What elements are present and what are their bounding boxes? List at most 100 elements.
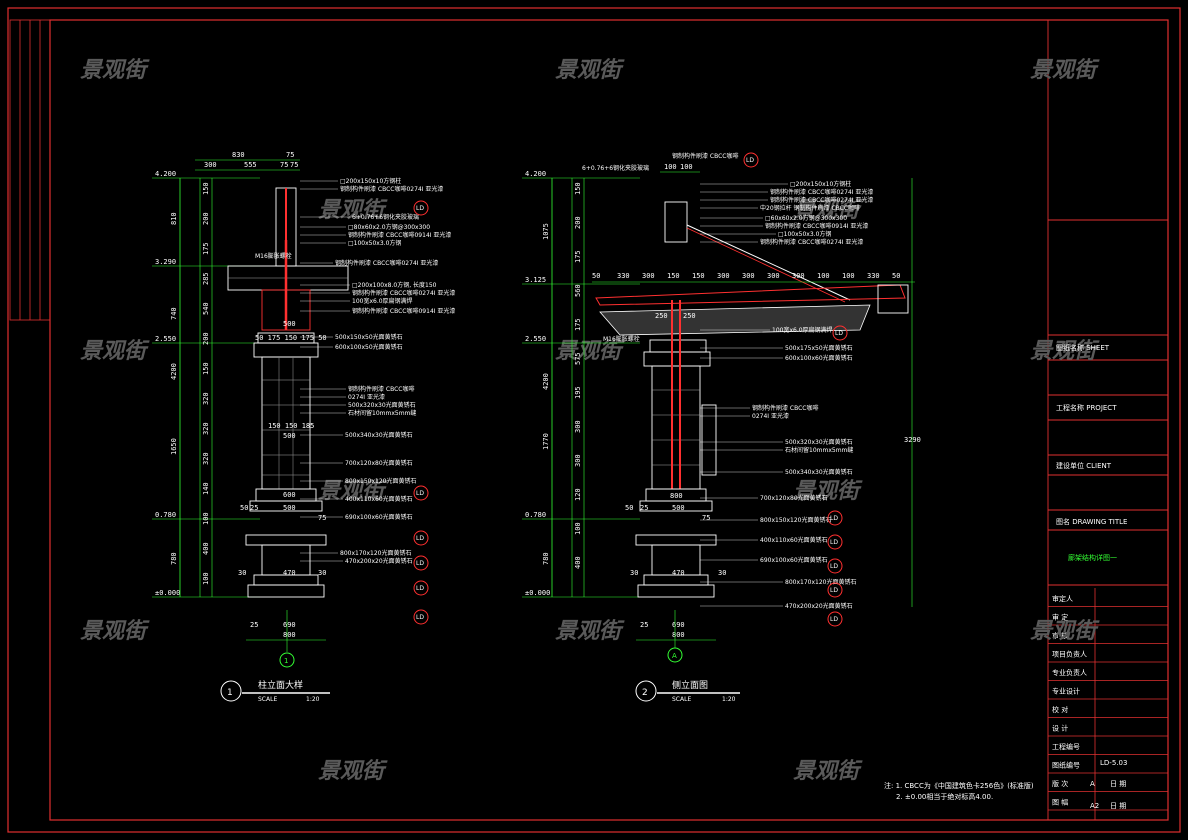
drawing2-top-note: 钢制构件刷漆 CBCC咖啡 [672, 152, 739, 160]
drawing1-ld-bubble [413, 530, 429, 546]
drawing1-inner-dim: 75 [318, 514, 326, 522]
drawing1-inner-dim: 500 [283, 432, 296, 440]
drawing1-segment-dim: 200 [202, 332, 210, 345]
title-block-row-label: 审 定 [1052, 613, 1068, 622]
drawing2-inner-dim: 50 [625, 504, 633, 512]
drawing2-callout-text: □60x60x2.0方钢@300x300 [765, 214, 847, 222]
drawing1-segment-dim: 320 [202, 452, 210, 465]
drawing2-callout-text: 690x100x60光面黄锈石 [760, 556, 828, 564]
drawing1-ld-bubble [413, 555, 429, 571]
drawing2-capital-top [649, 339, 707, 353]
drawing2-inner-dim: 800 [670, 492, 683, 500]
drawing2-callout-text: 石材间留10mmx5mm缝 [785, 446, 853, 454]
watermark-text: 景观街 [318, 759, 388, 784]
drawing1-callout-text: □80x60x2.0方钢@300x300 [348, 223, 430, 231]
drawing2-segment-dim: 150 [574, 182, 582, 195]
title-block-sheet-label: 图纸名称 SHEET [1056, 343, 1110, 352]
drawing2-callout-text: 钢制构件刷漆 CBCC咖啡0274I 亚光漆 [760, 238, 863, 246]
drawing2-ld-bubble [832, 325, 848, 341]
drawing1-callout-text: 石材间留10mmx5mm缝 [348, 409, 416, 417]
drawing1-callout-text: □200x150x10方钢柱 [340, 177, 401, 185]
drawing1-callout-text: 400x110x60光面黄锈石 [345, 495, 413, 503]
drawing1-callout-text: 钢制构件刷漆 CBCC咖啡0274I 亚光漆 [352, 289, 455, 297]
drawing2-ld-text: LD [830, 515, 838, 522]
drawing2-top-dim: 100 [680, 163, 693, 171]
drawing1-level-label: 0.780 [155, 511, 176, 519]
drawing1-axis-label: 1 [284, 657, 288, 665]
title-block-row-label: 审定人 [1052, 594, 1073, 603]
drawing1-inner-dim: 50 [240, 504, 248, 512]
drawing1-top-dim: 555 [244, 161, 257, 169]
drawing2-callout-text: 600x100x60光面黄锈石 [785, 354, 853, 362]
drawing1-callout-text: 500x340x30光面黄锈石 [345, 431, 413, 439]
drawing1-capital-base [253, 342, 319, 358]
drawing1-inner-dim: 500 [283, 504, 296, 512]
drawing1-callout-text: 470x200x20光面黄锈石 [345, 557, 413, 565]
drawing1-segment-dim: 150 [202, 362, 210, 375]
title-block-drawing-label: 图名 DRAWING TITLE [1056, 517, 1127, 526]
drawing1-number-circle [220, 680, 242, 702]
drawing1-inner-dim: 690 [283, 621, 296, 629]
drawing1-axis-bubble [279, 652, 295, 668]
drawing2-callout-text: 钢制构件刷漆 CBCC咖啡0914I 亚光漆 [765, 222, 868, 230]
drawing2-level-label: 4.200 [525, 170, 546, 178]
drawing2-side-panel [701, 404, 717, 476]
drawing2-inner-dim: 250 [655, 312, 668, 320]
drawing1-callout-text: 600x100x50光面黄锈石 [335, 343, 403, 351]
drawing2-capital-base [643, 351, 711, 367]
drawing2-m16-label: M16膨胀螺栓 [603, 335, 640, 343]
drawing1-top-dim: 75 [280, 161, 288, 169]
drawing2-axis-bubble [667, 647, 683, 663]
drawing1-callout-text: 钢制构件刷漆 CBCC咖啡0274I 亚光漆 [340, 185, 443, 193]
watermark-text: 景观街 [555, 58, 625, 83]
drawing2-callout-text: 800x150x120光面黄锈石 [760, 516, 831, 524]
drawing1-ld-bubble [413, 485, 429, 501]
drawing1-callout-text: 800x170x120光面黄锈石 [340, 549, 411, 557]
drawing1-left-dim: 810 [170, 212, 178, 225]
drawing2-rafter-dim: 300 [717, 272, 730, 280]
watermark-text: 景观街 [793, 759, 863, 784]
drawing1-inner-dim: 30 [238, 569, 246, 577]
drawing2-tie-rod [686, 224, 851, 301]
drawing2-ld-text: LD [746, 157, 754, 164]
drawing2-callout-text: 700x120x80光面黄锈石 [760, 494, 828, 502]
watermark-text: 景观街 [555, 619, 625, 644]
drawing2-inner-dim: 690 [672, 621, 685, 629]
left-revision-strip [9, 19, 51, 321]
drawing1-segment-dim: 285 [202, 272, 210, 285]
watermark-text: 景观街 [318, 198, 388, 223]
drawing2-number-circle [635, 680, 657, 702]
drawing2-post-head [664, 201, 688, 243]
watermark-text: 景观街 [318, 479, 388, 504]
title-block-row-label: 校 对 [1052, 705, 1068, 714]
drawing1-ld-text: LD [416, 490, 424, 497]
drawing1-top-dim: 300 [204, 161, 217, 169]
drawing2-segment-dim: 300 [574, 454, 582, 467]
drawing2-callout-text: 钢制构件刷漆 CBCC咖啡0274I 亚光漆 [770, 188, 873, 196]
drawing1-ld-text: LD [416, 205, 424, 212]
title-block-size: A2 [1090, 802, 1099, 810]
outer-frame [7, 7, 1181, 833]
drawing2-rafter-dim: 150 [692, 272, 705, 280]
drawing2-rafter-dim: 330 [867, 272, 880, 280]
title-block-row-label: 版 次 [1052, 779, 1068, 788]
drawing1-callout-text: 700x120x80光面黄锈石 [345, 459, 413, 467]
drawing2-plinth [637, 584, 715, 598]
drawing1-inner-dim: 600 [283, 491, 296, 499]
drawing1-segment-dim: 540 [202, 302, 210, 315]
drawing1-scale: 1:20 [306, 696, 320, 703]
watermark-layer: 景观街景观街景观街景观街景观街景观街景观街景观街景观街景观街景观街景观街景观街景… [80, 58, 1100, 784]
drawing1-segment-dim: 200 [202, 212, 210, 225]
title-block-row-label: 审 核 [1052, 631, 1068, 640]
title-block-row-label: 专业设计 [1052, 687, 1080, 696]
drawing2-axis-label: A [672, 652, 677, 660]
drawing1-base-2 [249, 500, 323, 512]
drawing2-left-dim: 780 [542, 552, 550, 565]
drawing2-ld-text: LD [830, 563, 838, 570]
drawing1-top-dim: 830 [232, 151, 245, 159]
drawing2-rafter-dim: 300 [642, 272, 655, 280]
drawing1-inner-dim: 50 175 150 175 50 [255, 334, 327, 342]
drawing2-segment-dim: 100 [574, 522, 582, 535]
drawing1-inner-dim: 150 150 185 [268, 422, 314, 430]
